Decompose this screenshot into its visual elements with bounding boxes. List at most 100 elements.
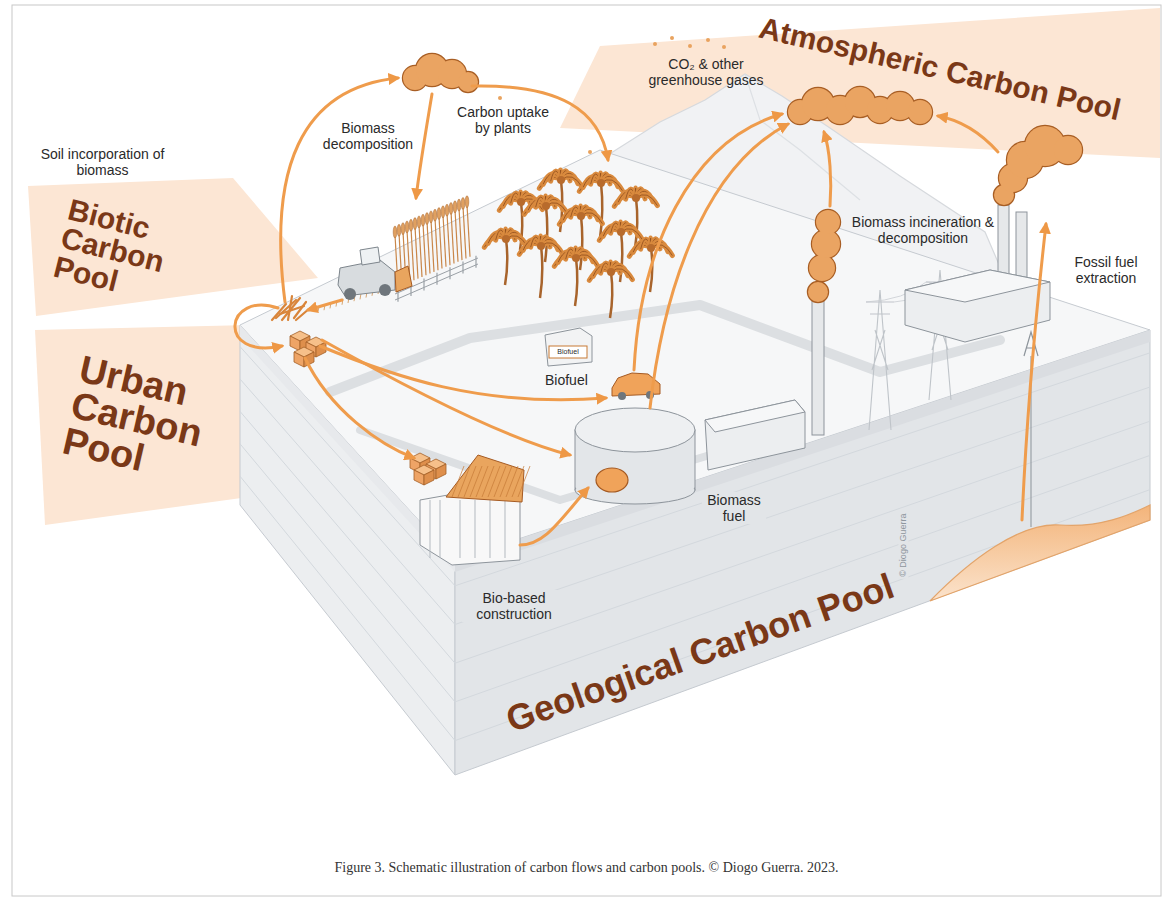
palm-tree [524, 196, 567, 262]
smoke-stack [1016, 212, 1027, 278]
fence-post [449, 267, 450, 279]
thatch [512, 466, 524, 497]
pylon-frame [866, 290, 894, 430]
wheat-ear [441, 206, 445, 218]
product-label: Bio-based construction [462, 590, 566, 622]
wheat-stalk [443, 215, 446, 267]
wheat-ear [457, 199, 461, 211]
cloud-outline [808, 282, 828, 302]
cloud-fill [816, 210, 840, 234]
cloud-outline [908, 100, 932, 124]
wheel [344, 288, 356, 300]
flow-label: Biomass incineration & decomposition [850, 214, 996, 246]
cloud-outline [458, 72, 478, 92]
wheat-ear [425, 213, 429, 225]
palm-crown [597, 179, 605, 187]
wheat-stalk [463, 206, 466, 258]
bale-side [414, 470, 424, 485]
thatch [476, 466, 488, 497]
palm-tree [589, 262, 632, 318]
thatch [452, 466, 464, 497]
palm-crown [617, 228, 625, 236]
palm-crown [647, 244, 655, 252]
block-top-face [240, 150, 1150, 560]
fossil-deposit [930, 505, 1150, 601]
pool-band-fill [28, 178, 318, 316]
carbon-flow-arrow [1022, 224, 1046, 520]
carbon-pool-band: Biotic Carbon Pool [28, 178, 318, 318]
harvester-header [395, 266, 412, 292]
wheat-ear [393, 226, 397, 238]
gas-particle [688, 44, 692, 48]
cloud-fill [808, 282, 828, 302]
palm-crown [502, 235, 510, 243]
bale-side [290, 336, 300, 351]
palm-trunk [635, 198, 637, 248]
wheat-ear [437, 208, 441, 220]
digester-tank [575, 408, 695, 504]
greenhouse-cloud [788, 87, 932, 124]
fence [395, 258, 478, 300]
wheat-stalk [451, 211, 454, 263]
cloud-fill [1054, 136, 1082, 164]
wheat-stalk [419, 225, 422, 277]
straw [288, 296, 292, 320]
thatch [518, 466, 530, 497]
carbon-flow-arrow [320, 346, 606, 400]
palm-crown [517, 198, 525, 206]
wheat-ear [409, 219, 413, 231]
palm-trunk [545, 206, 547, 262]
carbon-flow-arrow [520, 488, 588, 545]
plant-roof [705, 400, 805, 432]
wheat-ear [417, 216, 421, 228]
wheat-stalk [427, 222, 430, 274]
fence-post [462, 261, 463, 273]
carbon-flow-arrow [305, 358, 414, 458]
harvester [338, 247, 412, 300]
carbon-flow-arrows [235, 78, 1046, 545]
palm-crown [537, 242, 545, 250]
palm-trunk [575, 258, 577, 306]
plant-building [705, 400, 805, 470]
carbon-flow-arrow [650, 124, 788, 408]
fence-post [423, 278, 424, 290]
bale-side [294, 352, 304, 367]
product-label: Biofuel [545, 372, 588, 388]
wheat-stalk [415, 227, 418, 279]
wheat-stalk [423, 223, 426, 275]
thatch [482, 466, 494, 497]
timber-stud [505, 500, 506, 558]
palm-crown [557, 176, 565, 184]
gas-particle [653, 42, 657, 46]
palm-tree [484, 229, 527, 285]
gas-particle [706, 38, 710, 42]
timber-stud [430, 500, 431, 558]
product-label: Biomass fuel [702, 492, 766, 524]
wheat-ear [465, 196, 469, 208]
bale-side [316, 342, 326, 357]
palm-crown [542, 202, 550, 210]
timber-stud [490, 500, 491, 558]
flow-label: Biomass decomposition [318, 120, 418, 152]
palm-trunk [580, 216, 582, 270]
carbon-flow-arrow [416, 94, 432, 198]
gas-particle [670, 36, 674, 40]
power-pylon [866, 290, 894, 430]
station-building [545, 328, 592, 366]
palm-trunk [610, 272, 612, 318]
rock-stratum [240, 444, 455, 702]
wheat-ear [453, 201, 457, 213]
wheat-stalk [411, 228, 414, 280]
cloud-fill [908, 100, 932, 124]
wheel [379, 284, 391, 296]
thatch [458, 466, 470, 497]
wheat-ear [449, 202, 453, 214]
bale-side [436, 464, 446, 479]
thatch [506, 466, 518, 497]
thatch [488, 466, 500, 497]
wheat-stalk [455, 210, 458, 262]
fence-post [475, 256, 476, 268]
thatch [494, 466, 506, 497]
fence-post [436, 273, 437, 285]
plant-hall-roof [905, 270, 1050, 302]
